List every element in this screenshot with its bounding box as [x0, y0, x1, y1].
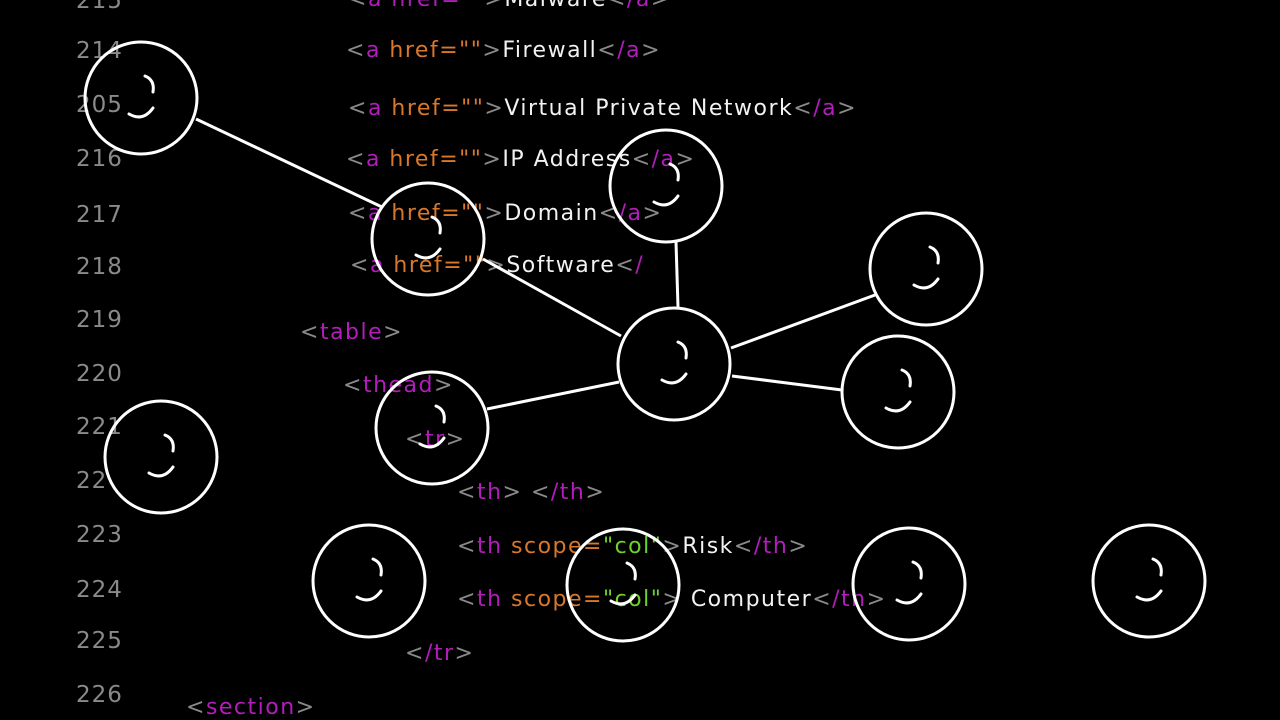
line-number: 224	[76, 577, 123, 603]
node-circle	[608, 128, 724, 244]
line-number: 226	[76, 682, 123, 708]
node-mouth	[418, 436, 446, 449]
code-line: <a href="">Domain</a>	[348, 201, 663, 226]
face-icon	[565, 527, 681, 643]
line-number: 217	[76, 202, 123, 228]
code-line: <a href="">Software</	[350, 253, 645, 278]
line-number: 219	[76, 307, 123, 333]
face-icon	[616, 306, 732, 422]
face-icon	[840, 334, 956, 450]
node-mouth	[414, 247, 442, 260]
code-line: <a href="">Virtual Private Network</a>	[348, 96, 858, 121]
node-circle	[1091, 523, 1207, 639]
node-circle	[840, 334, 956, 450]
node-eye	[911, 560, 923, 580]
node-circle	[83, 40, 199, 156]
face-icon	[1091, 523, 1207, 639]
face-icon	[370, 181, 486, 297]
network-link	[731, 374, 843, 392]
node-mouth	[1135, 589, 1163, 602]
line-number: 225	[76, 628, 123, 654]
node-mouth	[127, 106, 155, 119]
node-mouth	[912, 277, 940, 290]
node-circle	[103, 399, 219, 515]
node-mouth	[652, 194, 680, 207]
code-line: <th scope="col">Risk</th>	[457, 534, 809, 559]
line-number: 218	[76, 254, 123, 280]
node-eye	[430, 215, 442, 235]
node-mouth	[895, 592, 923, 605]
face-icon	[608, 128, 724, 244]
node-mouth	[660, 372, 688, 385]
network-links	[195, 117, 876, 411]
line-number: 215	[76, 0, 123, 14]
node-circle	[374, 370, 490, 486]
node-circle	[868, 211, 984, 327]
network-link	[486, 380, 620, 411]
node-mouth	[355, 589, 383, 602]
code-line: <th> </th>	[457, 480, 606, 505]
node-eye	[676, 340, 688, 360]
node-eye	[143, 74, 155, 94]
code-line: <a href="">Firewall</a>	[346, 38, 662, 63]
face-icon	[851, 526, 967, 642]
node-eye	[900, 368, 912, 388]
face-icon	[311, 523, 427, 639]
face-icon	[868, 211, 984, 327]
node-eye	[625, 561, 637, 581]
node-circle	[311, 523, 427, 639]
line-number: 216	[76, 146, 123, 172]
face-icon	[103, 399, 219, 515]
code-line: <section>	[186, 695, 316, 720]
network-link	[195, 117, 383, 209]
face-icon	[83, 40, 199, 156]
network-link	[482, 257, 622, 338]
node-circle	[616, 306, 732, 422]
node-mouth	[884, 400, 912, 413]
line-number: 22	[76, 468, 108, 494]
node-eye	[1151, 557, 1163, 577]
network-link	[730, 293, 876, 350]
network-nodes	[83, 40, 1207, 643]
code-line: <table>	[300, 320, 404, 345]
line-number: 223	[76, 522, 123, 548]
node-circle	[565, 527, 681, 643]
network-link	[674, 241, 680, 308]
line-number: 220	[76, 361, 123, 387]
face-icon	[374, 370, 490, 486]
node-eye	[371, 557, 383, 577]
code-line: <a href="">Malware</a>	[348, 0, 671, 12]
node-eye	[163, 433, 175, 453]
code-line: <th scope="col"> Computer</th>	[457, 587, 887, 612]
code-line: <thead>	[343, 373, 454, 398]
node-circle	[370, 181, 486, 297]
node-circle	[851, 526, 967, 642]
node-mouth	[147, 465, 175, 478]
node-mouth	[609, 593, 637, 606]
code-line: </tr>	[405, 641, 475, 666]
node-eye	[668, 162, 680, 182]
node-eye	[928, 245, 940, 265]
node-eye	[434, 404, 446, 424]
